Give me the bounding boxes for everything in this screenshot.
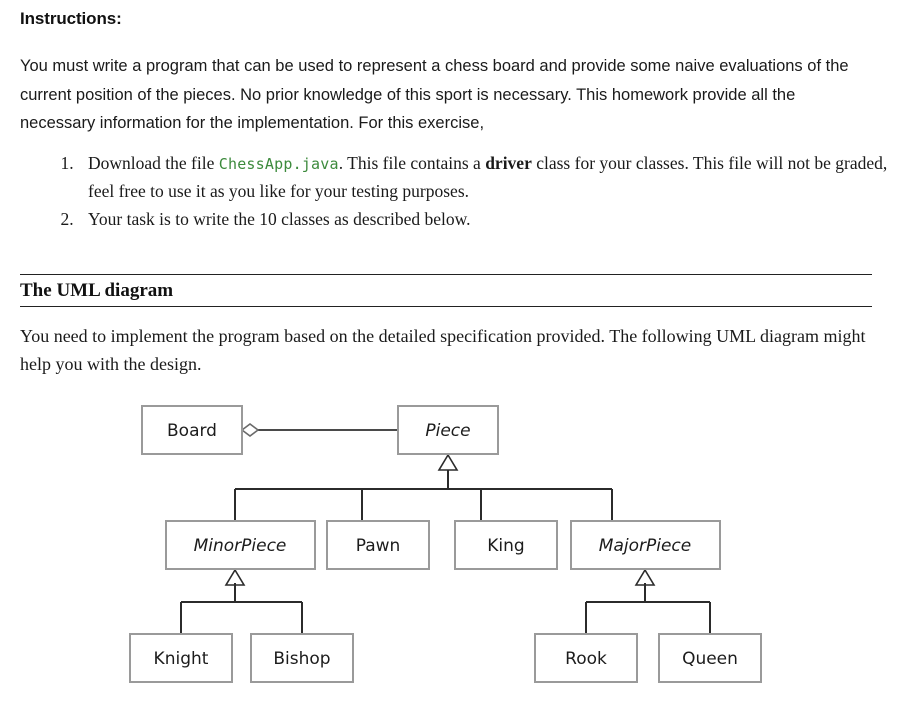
- uml-class-box-pawn: Pawn: [326, 520, 430, 570]
- uml-description-paragraph: You need to implement the program based …: [20, 326, 866, 374]
- uml-class-box-bishop: Bishop: [250, 633, 354, 683]
- generalization-arrowhead-piece-icon: [437, 453, 459, 471]
- uml-class-label-queen: Queen: [682, 649, 738, 669]
- uml-class-box-queen: Queen: [658, 633, 762, 683]
- uml-class-box-rook: Rook: [534, 633, 638, 683]
- heading-accent-uml: UML: [56, 280, 100, 301]
- task-list-item-2: Your task is to write the 10 classes as …: [78, 206, 908, 233]
- uml-class-label-knight: Knight: [154, 649, 209, 669]
- task-2-text: Your task is to write the 10 classes as …: [88, 209, 471, 229]
- task-list-item-1: Download the file ChessApp.java. This fi…: [78, 150, 908, 205]
- aggregation-diamond-icon: [240, 423, 260, 437]
- heading-prefix: The: [20, 280, 57, 301]
- uml-class-box-board: Board: [141, 405, 243, 455]
- uml-class-label-king: King: [487, 536, 524, 556]
- uml-class-box-piece: Piece: [397, 405, 499, 455]
- generalization-arrowhead-minorpiece-icon: [224, 568, 246, 586]
- uml-section-heading: The UML diagram: [20, 274, 872, 307]
- uml-class-label-piece: Piece: [425, 421, 470, 441]
- uml-class-label-bishop: Bishop: [273, 649, 330, 669]
- task-1-bold-driver: driver: [485, 153, 532, 173]
- instructions-heading: Instructions:: [20, 9, 122, 28]
- uml-class-box-king: King: [454, 520, 558, 570]
- generalization-arrowhead-majorpiece-icon: [634, 568, 656, 586]
- uml-class-label-rook: Rook: [565, 649, 607, 669]
- task-1-lead-text: Download the file: [88, 153, 219, 173]
- uml-class-label-minorpiece: MinorPiece: [194, 536, 287, 556]
- chessapp-java-filename: ChessApp.java: [218, 155, 339, 173]
- uml-class-label-pawn: Pawn: [356, 536, 401, 556]
- intro-paragraph: You must write a program that can be use…: [20, 57, 849, 132]
- uml-class-diagram: Board Piece MinorPiece Pawn King MajorPi…: [0, 390, 919, 710]
- task-1-mid-text: . This file contains a: [338, 153, 486, 173]
- uml-class-box-knight: Knight: [129, 633, 233, 683]
- heading-suffix: diagram: [99, 280, 174, 301]
- uml-class-box-majorpiece: MajorPiece: [570, 520, 721, 570]
- task-list: Download the file ChessApp.java. This fi…: [48, 150, 908, 233]
- uml-class-label-majorpiece: MajorPiece: [599, 536, 691, 556]
- task-1-tail-text: class for your classes. This file will n…: [88, 153, 888, 201]
- uml-class-box-minorpiece: MinorPiece: [165, 520, 316, 570]
- uml-class-label-board: Board: [167, 421, 217, 441]
